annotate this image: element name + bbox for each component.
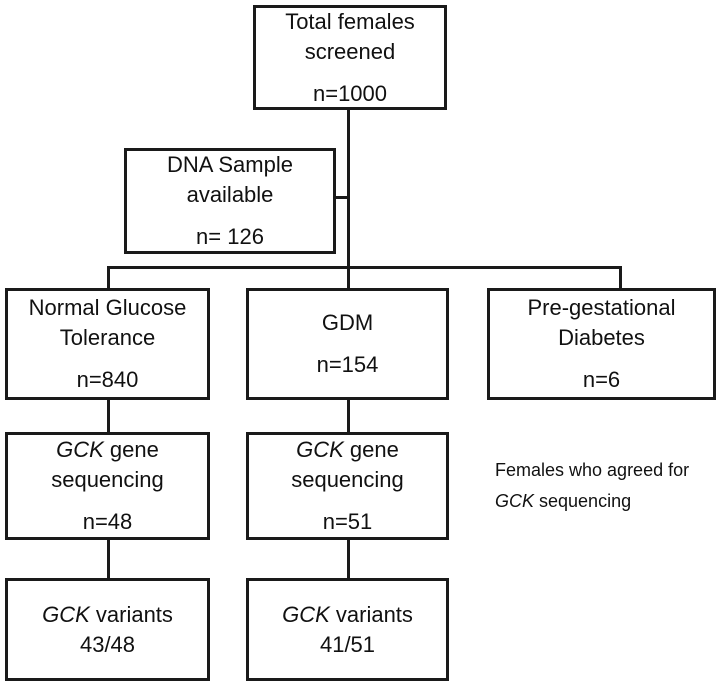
ngt-line1: Normal Glucose — [28, 295, 187, 320]
total-females-line2: screened — [304, 38, 396, 64]
connector-gdm-drop — [347, 266, 350, 290]
normal-glucose-tolerance-box: Normal Glucose Tolerance n=840 — [5, 288, 210, 400]
connector-gdm-to-seq — [347, 398, 350, 434]
total-females-line1: Total females — [285, 8, 415, 34]
seq-gdm-gene: GCK — [296, 437, 344, 462]
connector-dna-branch — [333, 196, 349, 199]
pgd-line2: Diabetes — [558, 325, 645, 350]
gdm-box: GDM n=154 — [246, 288, 449, 400]
gck-sequencing-gdm-box: GCK gene sequencing n=51 — [246, 432, 449, 540]
var-gdm-line1-rest: variants — [329, 601, 413, 627]
pgd-line1: Pre-gestational — [527, 295, 676, 320]
var-gdm-gene: GCK — [282, 601, 330, 627]
seq-gdm-line1: GCK gene — [296, 435, 399, 465]
pgd-count: n=6 — [582, 367, 621, 392]
connector-total-trunk — [347, 108, 350, 268]
gdm-count: n=154 — [316, 352, 379, 377]
note-line2: GCK sequencing — [495, 486, 720, 517]
var-ngt-ratio: 43/48 — [79, 631, 136, 657]
ngt-line2: Tolerance — [59, 325, 156, 350]
gck-variants-ngt-box: GCK variants 43/48 — [5, 578, 210, 681]
connector-ngt-drop — [107, 266, 110, 290]
seq-gdm-count: n=51 — [322, 509, 373, 534]
connector-seq-gdm-to-var — [347, 538, 350, 580]
gck-sequencing-ngt-box: GCK gene sequencing n=48 — [5, 432, 210, 540]
var-gdm-ratio: 41/51 — [319, 631, 376, 657]
seq-ngt-line2: sequencing — [51, 467, 164, 492]
var-ngt-line1: GCK variants — [42, 600, 173, 630]
gdm-line1: GDM — [321, 310, 374, 335]
note-line2-rest: sequencing — [534, 491, 632, 511]
sequencing-agreement-note: Females who agreed for GCK sequencing — [495, 455, 720, 517]
dna-sample-box: DNA Sample available n= 126 — [124, 148, 336, 254]
gck-variants-gdm-box: GCK variants 41/51 — [246, 578, 449, 681]
var-ngt-line1-rest: variants — [89, 601, 173, 627]
total-females-count: n=1000 — [312, 80, 388, 106]
seq-ngt-line1-rest: gene — [103, 437, 159, 462]
total-females-box: Total females screened n=1000 — [253, 5, 447, 110]
connector-seq-ngt-to-var — [107, 538, 110, 580]
dna-sample-line1: DNA Sample — [167, 152, 293, 177]
note-gene: GCK — [495, 491, 535, 511]
connector-pgd-drop — [619, 266, 622, 290]
dna-sample-line2: available — [186, 182, 274, 207]
seq-ngt-gene: GCK — [56, 437, 104, 462]
note-line1: Females who agreed for — [495, 460, 690, 480]
connector-horizontal-bar — [107, 266, 622, 269]
seq-gdm-line1-rest: gene — [343, 437, 399, 462]
pre-gestational-diabetes-box: Pre-gestational Diabetes n=6 — [487, 288, 716, 400]
seq-gdm-line2: sequencing — [291, 467, 404, 492]
connector-ngt-to-seq — [107, 398, 110, 434]
var-gdm-line1: GCK variants — [282, 600, 413, 630]
dna-sample-count: n= 126 — [196, 224, 264, 249]
var-ngt-gene: GCK — [42, 601, 90, 627]
ngt-count: n=840 — [76, 367, 139, 392]
seq-ngt-count: n=48 — [82, 509, 133, 534]
seq-ngt-line1: GCK gene — [56, 435, 159, 465]
